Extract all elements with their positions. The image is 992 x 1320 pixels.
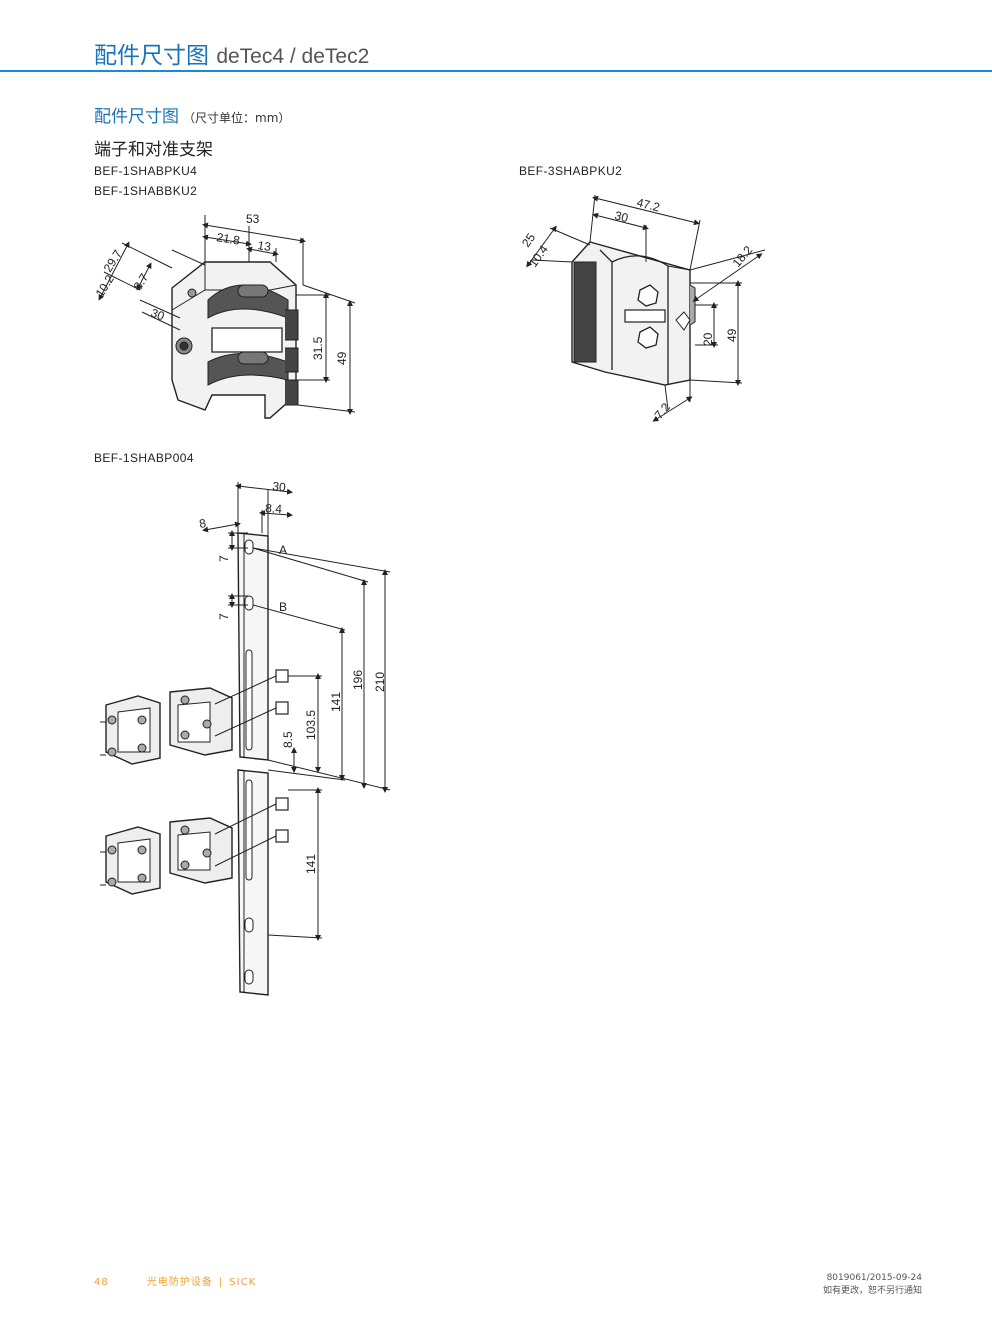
reference-label-a: A	[279, 543, 287, 557]
dim-label: 30	[272, 479, 287, 494]
subheading: 端子和对准支架	[94, 140, 213, 160]
part-number-label: BEF-1SHABP004	[94, 451, 194, 465]
dim-label: 141	[329, 692, 343, 712]
dim-label: 141	[304, 854, 318, 874]
part-number-label: BEF-1SHABBKU2	[94, 184, 198, 198]
dim-label: 31.5	[311, 336, 325, 360]
part-number-label: BEF-3SHABPKU2	[519, 164, 623, 178]
page-header-title: 配件尺寸图 deTec4 / deTec2	[94, 36, 369, 70]
change-notice: 如有更改，恕不另行通知	[822, 1286, 922, 1296]
dim-label: 7	[217, 555, 231, 562]
dim-label: 30	[149, 306, 167, 324]
dim-label: 196	[351, 670, 365, 690]
dim-label: 7	[217, 613, 231, 620]
dim-label: 8.5	[281, 731, 295, 748]
dim-label: 7.2	[652, 400, 674, 422]
section-title-text: 配件尺寸图	[94, 107, 179, 127]
drawing-bracket-2	[526, 194, 766, 422]
drawing-alignment-bracket	[100, 482, 391, 996]
part-number-label: BEF-1SHABPKU4	[94, 164, 198, 178]
section-title: 配件尺寸图 （尺寸单位：mm）	[94, 102, 290, 127]
dim-label: 8.7	[131, 271, 152, 293]
dim-label: 103.5	[304, 710, 318, 740]
dim-label: 49	[335, 351, 349, 365]
footer-left: 48 光电防护设备|SICK	[94, 1277, 257, 1288]
document-id: 8019061/2015-09-24	[826, 1273, 922, 1283]
dim-label: 21.8	[216, 230, 242, 248]
footer-right: 8019061/2015-09-24 如有更改，恕不另行通知	[823, 1272, 922, 1298]
header-divider	[0, 70, 992, 72]
unit-note: （尺寸单位：mm）	[183, 111, 291, 125]
dim-label: 47.2	[635, 195, 661, 214]
footer-brand: SICK	[229, 1277, 257, 1288]
dim-label: 53	[246, 212, 260, 226]
drawing-bracket-1	[98, 215, 356, 419]
dim-label: 8	[198, 516, 207, 531]
header-title-text: 配件尺寸图	[94, 43, 209, 69]
dim-label: 49	[725, 328, 739, 342]
dim-label: 20	[701, 332, 715, 346]
dim-label: 30	[613, 208, 630, 225]
footer-category: 光电防护设备	[146, 1277, 213, 1288]
dim-label: 29.7	[101, 247, 125, 275]
reference-label-b: B	[279, 600, 287, 614]
dim-label: 13	[257, 238, 273, 254]
header-subtitle: deTec4 / deTec2	[216, 45, 370, 68]
dim-label: 18.2	[730, 243, 756, 270]
page-number: 48	[94, 1277, 109, 1288]
dim-label: 8.4	[265, 501, 283, 516]
dim-label: 210	[373, 672, 387, 692]
drawing-alignment-bracket-labels: 30 8.4 8 7 7 A B 210 196 141 103.5 8.5 1…	[198, 479, 387, 874]
